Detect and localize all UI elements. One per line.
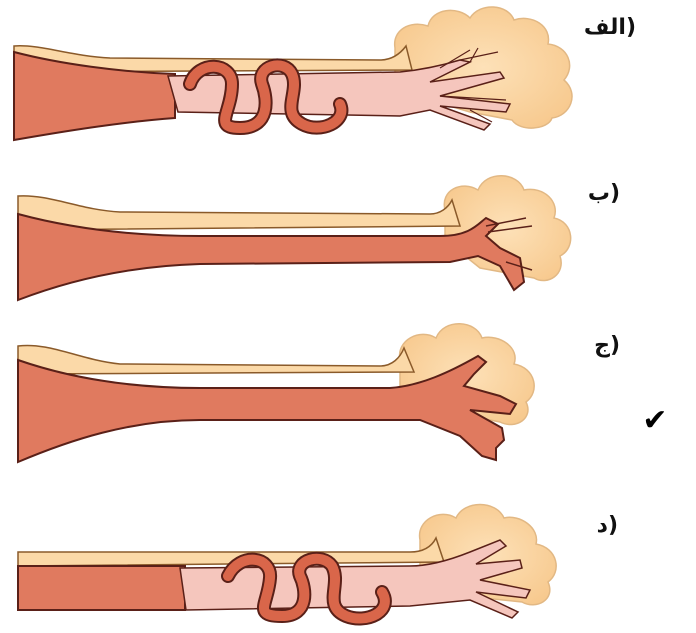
panel-b-top-process	[18, 196, 460, 230]
panel-d-axon	[18, 566, 185, 610]
panel-c-label: ج)	[594, 333, 620, 358]
panel-a-label: الف)	[584, 15, 636, 40]
panel-b-label: ب)	[588, 181, 620, 206]
panel-d: د)	[18, 505, 618, 619]
panel-a: الف)	[14, 7, 636, 140]
panel-c-top-process	[18, 345, 414, 374]
panel-c: ج)	[18, 324, 620, 462]
panel-b: ب)	[18, 176, 620, 300]
check-mark-icon: ✔	[642, 403, 667, 438]
panel-d-label: د)	[597, 513, 618, 538]
